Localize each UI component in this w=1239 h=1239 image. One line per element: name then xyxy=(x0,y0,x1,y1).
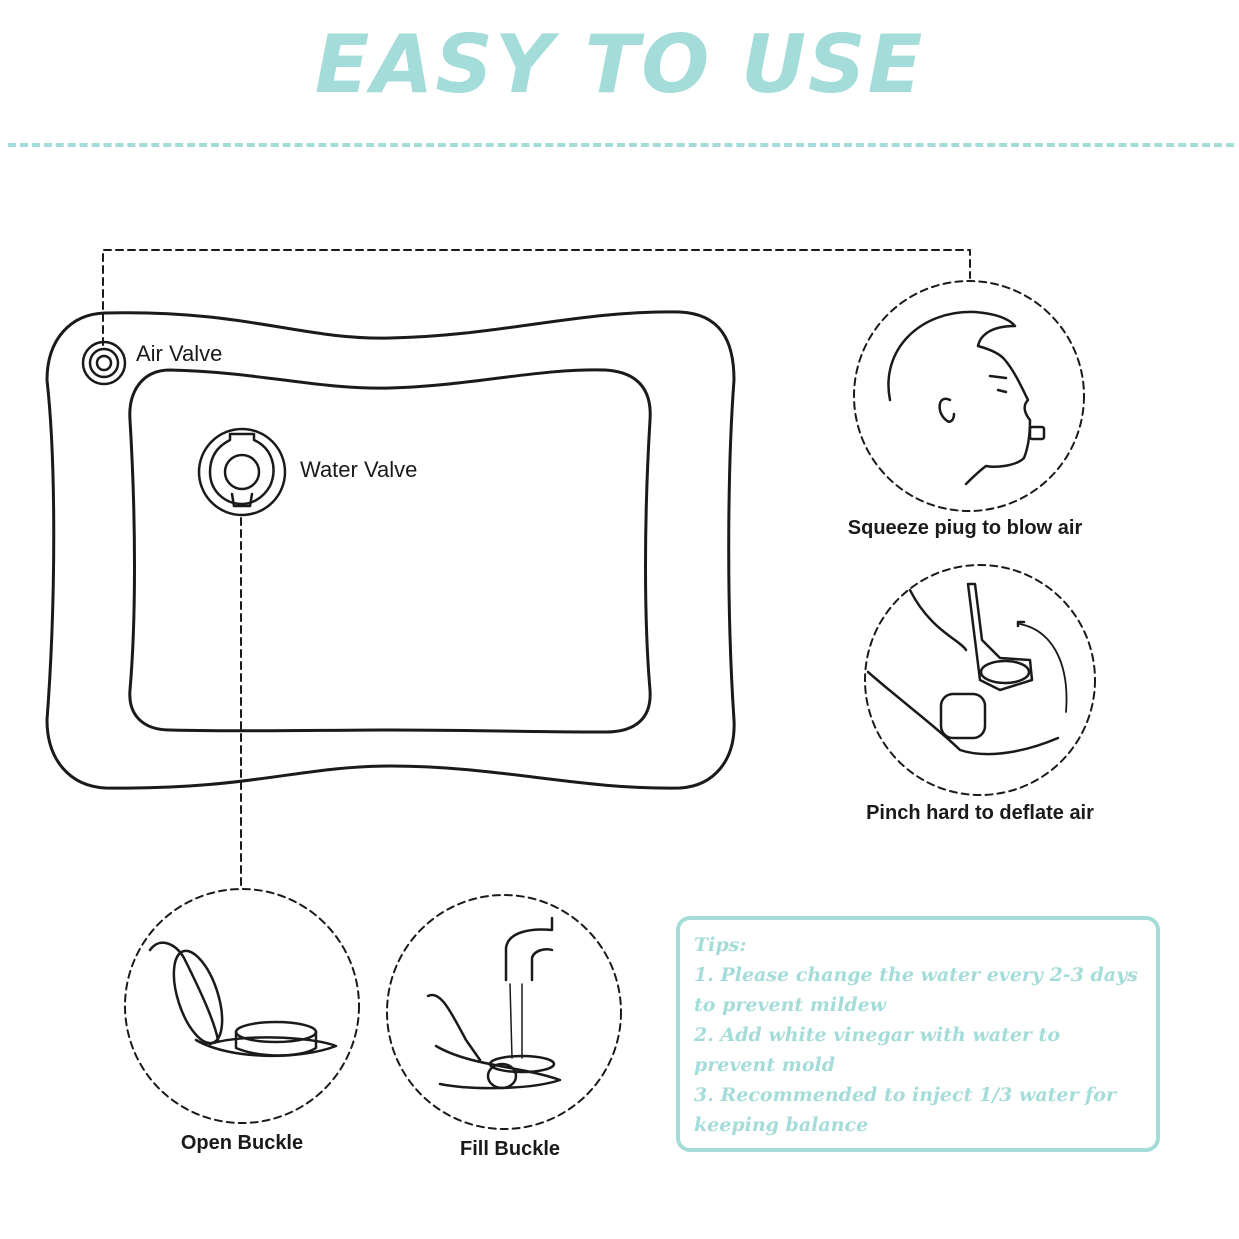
tip-item: 1. Please change the water every 2-3 day… xyxy=(694,964,1138,1016)
connector-air xyxy=(102,249,971,346)
tip-item: 2. Add white vinegar with water to preve… xyxy=(694,1024,1061,1076)
page-title: EASY TO USE xyxy=(314,18,925,111)
water-valve-icon xyxy=(197,427,287,517)
fill-buckle-caption: Fill Buckle xyxy=(459,1138,561,1160)
deflate-illustration xyxy=(864,564,1096,796)
air-valve-label: Air Valve xyxy=(136,341,223,366)
air-valve-icon xyxy=(81,340,127,386)
tip-item: 3. Recommended to inject 1/3 water for k… xyxy=(694,1084,1116,1136)
water-mat-outer xyxy=(45,310,736,790)
tips-box: Tips: 1. Please change the water every 2… xyxy=(676,916,1160,1152)
water-valve-label: Water Valve xyxy=(300,457,418,482)
open-buckle-illustration xyxy=(124,888,360,1124)
open-buckle-caption: Open Buckle xyxy=(180,1132,304,1154)
fill-buckle-illustration xyxy=(386,894,622,1130)
title-divider xyxy=(8,143,1234,147)
deflate-caption: Pinch hard to deflate air xyxy=(866,802,1094,824)
blow-air-illustration xyxy=(853,280,1085,512)
blow-air-caption: Squeeze piug to blow air xyxy=(847,517,1083,539)
tips-heading: Tips: xyxy=(694,934,747,956)
water-mat-inner xyxy=(128,368,652,734)
